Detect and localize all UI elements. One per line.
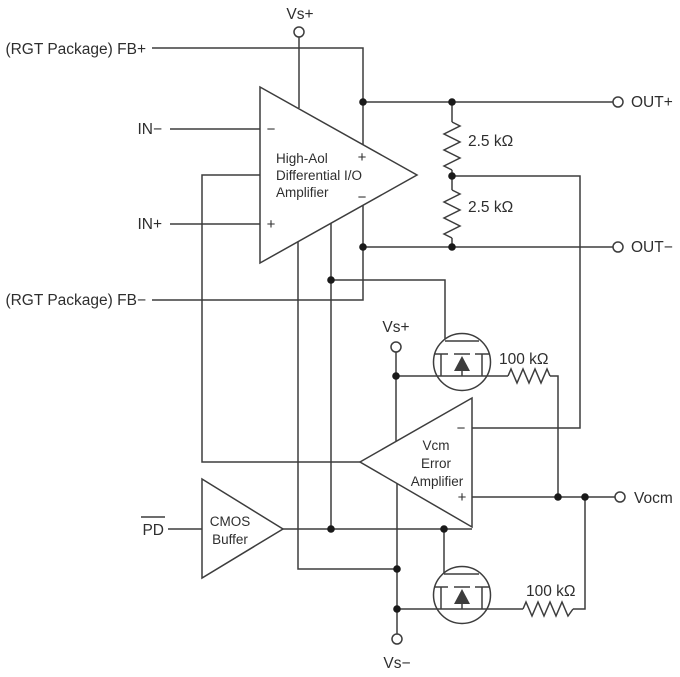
- junction-dot: [448, 98, 456, 106]
- mosfet-lower: [432, 565, 492, 625]
- main-amp-name-line3: Amplifier: [276, 185, 329, 200]
- junction-dot: [448, 172, 456, 180]
- junction-dot: [359, 243, 367, 251]
- resistor-vocm-lower: [522, 600, 574, 618]
- label-pd: PD: [142, 522, 164, 539]
- cmos-buffer-line1: CMOS: [210, 514, 251, 529]
- junction-dot: [554, 493, 562, 501]
- vcm-amp-minus-sign: −: [457, 420, 466, 437]
- main-amp-out-plus-sign: +: [358, 149, 367, 166]
- junction-dot: [393, 565, 401, 573]
- cmos-buffer-line2: Buffer: [212, 532, 248, 547]
- vcm-amp-name-line1: Vcm: [423, 438, 450, 453]
- label-fb-minus: (RGT Package) FB−: [5, 292, 146, 309]
- main-amplifier-triangle: [259, 85, 419, 265]
- resistor-feedback-top: [442, 121, 462, 171]
- terminal-vocm: [614, 491, 626, 503]
- main-amp-in-minus-sign: −: [267, 121, 276, 138]
- main-amp-name-line2: Differential I/O: [276, 168, 362, 183]
- vcm-amp-plus-sign: +: [458, 489, 467, 506]
- terminal-out-minus: [612, 241, 624, 253]
- junction-dot: [327, 525, 335, 533]
- terminal-vs-plus-top: [293, 26, 305, 38]
- terminal-out-plus: [612, 96, 624, 108]
- wire-r100-upper-down: [550, 375, 559, 497]
- wire-vcm-sense: [452, 175, 581, 429]
- label-out-minus: OUT−: [631, 239, 673, 256]
- wires: [152, 37, 615, 634]
- main-amp-name-line1: High-Aol: [276, 151, 328, 166]
- main-amp-out-minus-sign: −: [358, 189, 367, 206]
- label-out-plus: OUT+: [631, 94, 673, 111]
- label-vs-minus: Vs−: [383, 655, 410, 672]
- label-vs-plus-mid: Vs+: [382, 319, 409, 336]
- wire-r100-lower-up: [573, 497, 586, 610]
- label-r-feedback-bottom: 2.5 kΩ: [468, 199, 513, 216]
- mosfet-upper-body-arrow: [454, 356, 470, 371]
- label-r-feedback-top: 2.5 kΩ: [468, 133, 513, 150]
- wire-fb-plus: [152, 47, 364, 145]
- cmos-buffer-triangle: [201, 477, 285, 580]
- label-r-vocm-lower: 100 kΩ: [526, 583, 576, 600]
- wire-gate-upper: [331, 279, 446, 341]
- junction-dot: [440, 525, 448, 533]
- resistor-feedback-bottom: [442, 189, 462, 239]
- junction-dot: [392, 372, 400, 380]
- labels: Vs+ (RGT Package) FB+ IN− IN+ (RGT Packa…: [5, 6, 672, 672]
- resistors: [442, 121, 574, 618]
- junction-dot: [359, 98, 367, 106]
- main-amp-in-plus-sign: +: [267, 216, 276, 233]
- vcm-error-amplifier-triangle: [358, 396, 473, 529]
- resistor-vocm-upper: [507, 367, 551, 385]
- junction-dot: [581, 493, 589, 501]
- terminal-vs-minus: [391, 633, 403, 645]
- label-vocm: Vocm: [634, 490, 673, 507]
- label-in-minus: IN−: [137, 121, 162, 138]
- terminal-vs-plus-mid: [390, 341, 402, 353]
- wire-main-amp-vsminus: [297, 242, 397, 570]
- label-fb-plus: (RGT Package) FB+: [5, 41, 146, 58]
- vcm-amp-name-line3: Amplifier: [411, 474, 464, 489]
- junction-dot: [327, 276, 335, 284]
- junction-dot: [448, 243, 456, 251]
- junction-dots: [327, 98, 589, 613]
- wire-fb-minus: [152, 205, 364, 301]
- mosfet-lower-body-arrow: [454, 589, 470, 604]
- label-in-plus: IN+: [137, 216, 162, 233]
- label-vs-plus-top: Vs+: [286, 6, 313, 23]
- wire-vcm-feedback: [201, 174, 360, 463]
- mosfet-upper: [432, 332, 492, 392]
- label-r-vocm-upper: 100 kΩ: [499, 351, 549, 368]
- junction-dot: [393, 605, 401, 613]
- vcm-amp-name-line2: Error: [421, 456, 452, 471]
- terminals: [293, 26, 626, 645]
